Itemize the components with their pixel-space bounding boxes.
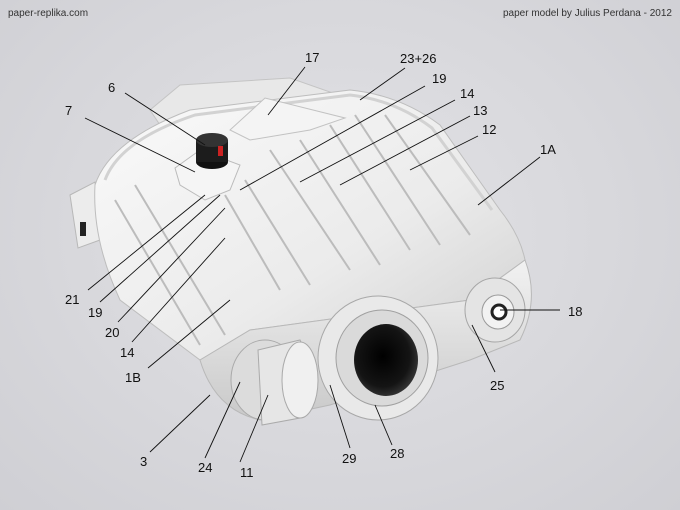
label-1A: 1A [540, 142, 556, 157]
paper-model [69, 77, 532, 426]
label-11: 11 [240, 465, 254, 480]
label-17: 17 [305, 50, 319, 65]
label-28: 28 [390, 446, 404, 461]
knob-indicator [218, 146, 223, 156]
label-12: 12 [482, 122, 496, 137]
side-slot [80, 222, 86, 236]
knob-top [196, 133, 228, 147]
label-14-top: 14 [460, 86, 474, 101]
label-13: 13 [473, 103, 487, 118]
part-labels: 6 7 17 23+26 19 14 13 12 1A 18 25 21 19 … [65, 50, 582, 480]
label-1B: 1B [125, 370, 141, 385]
main-lens-hole [354, 324, 418, 396]
label-18: 18 [568, 304, 582, 319]
top-fin [229, 97, 347, 141]
label-21: 21 [65, 292, 79, 307]
left-barrel-cap [281, 341, 319, 419]
label-24: 24 [198, 460, 212, 475]
site-name: paper-replika.com [8, 8, 89, 19]
label-20: 20 [105, 325, 119, 340]
label-25: 25 [490, 378, 504, 393]
grooves [114, 114, 471, 346]
credit-line: paper model by Julius Perdana - 2012 [503, 8, 672, 19]
label-3: 3 [140, 454, 147, 469]
label-29: 29 [342, 451, 356, 466]
label-14-left: 14 [120, 345, 134, 360]
eyepiece-center [490, 303, 508, 321]
label-6: 6 [108, 80, 115, 95]
label-19-top: 19 [432, 71, 446, 86]
label-19-left: 19 [88, 305, 102, 320]
leader-lines [84, 66, 560, 463]
label-7: 7 [65, 103, 72, 118]
label-23-26: 23+26 [400, 51, 437, 66]
